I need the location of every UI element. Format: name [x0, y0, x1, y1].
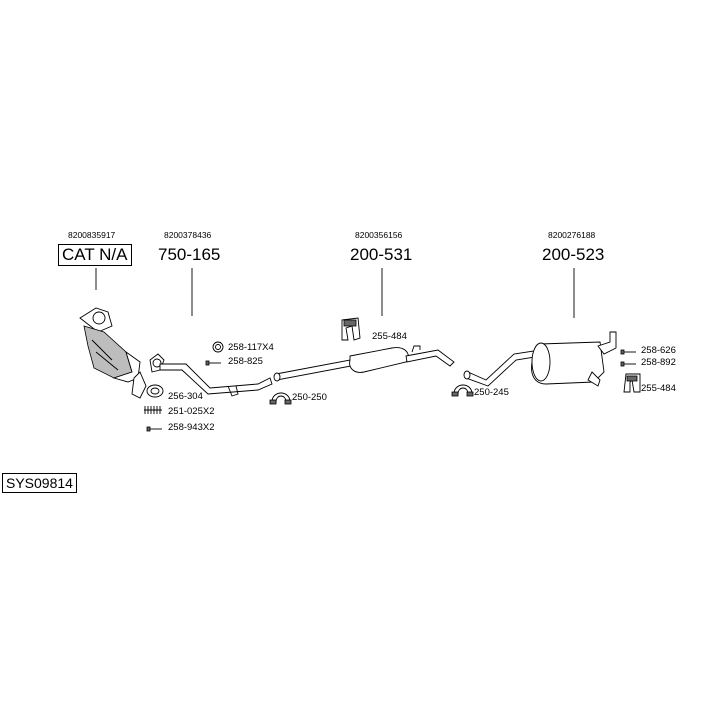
spring-icon: [144, 406, 162, 414]
clamp-icon: [451, 384, 474, 397]
catalytic-converter[interactable]: [79, 307, 147, 399]
hardware-label[interactable]: 255-484: [372, 331, 407, 342]
hardware-label[interactable]: 251-025X2: [168, 406, 215, 417]
hardware-label[interactable]: 250-250: [292, 392, 327, 403]
bolt-icon: [620, 361, 636, 367]
part-label-middle-silencer[interactable]: 200-531: [350, 245, 413, 264]
rear-silencer[interactable]: [463, 331, 617, 387]
gasket-ring-icon: [146, 384, 164, 398]
bolt-icon: [146, 426, 162, 432]
oem-number-cat: 8200835917: [68, 230, 116, 240]
rubber-hanger-icon: [341, 317, 361, 341]
ring-gasket-icon: [212, 341, 224, 353]
system-code: SYS09814: [2, 473, 77, 493]
oem-number-middle-silencer: 8200356156: [355, 230, 403, 240]
hardware-label[interactable]: 255-484: [641, 383, 676, 394]
hardware-label[interactable]: 258-943X2: [168, 422, 215, 433]
middle-silencer[interactable]: [273, 345, 455, 382]
hardware-label[interactable]: 258-626: [641, 345, 676, 356]
part-label-front-pipe[interactable]: 750-165: [158, 245, 221, 264]
hardware-label[interactable]: 258-825: [228, 356, 263, 367]
bolt-icon: [620, 349, 636, 355]
oem-number-front-pipe: 8200378436: [164, 230, 212, 240]
clamp-icon: [269, 392, 292, 405]
hardware-label[interactable]: 258-117X4: [228, 342, 274, 353]
rubber-hanger-icon: [623, 373, 641, 393]
part-label-cat[interactable]: CAT N/A: [58, 244, 132, 266]
part-label-rear-silencer[interactable]: 200-523: [542, 245, 605, 264]
hardware-label[interactable]: 256-304: [168, 391, 203, 402]
hardware-label[interactable]: 258-892: [641, 357, 676, 368]
hardware-label[interactable]: 250-245: [474, 387, 509, 398]
front-pipe[interactable]: [149, 353, 273, 397]
bolt-icon: [205, 360, 221, 366]
oem-number-rear-silencer: 8200276188: [548, 230, 596, 240]
